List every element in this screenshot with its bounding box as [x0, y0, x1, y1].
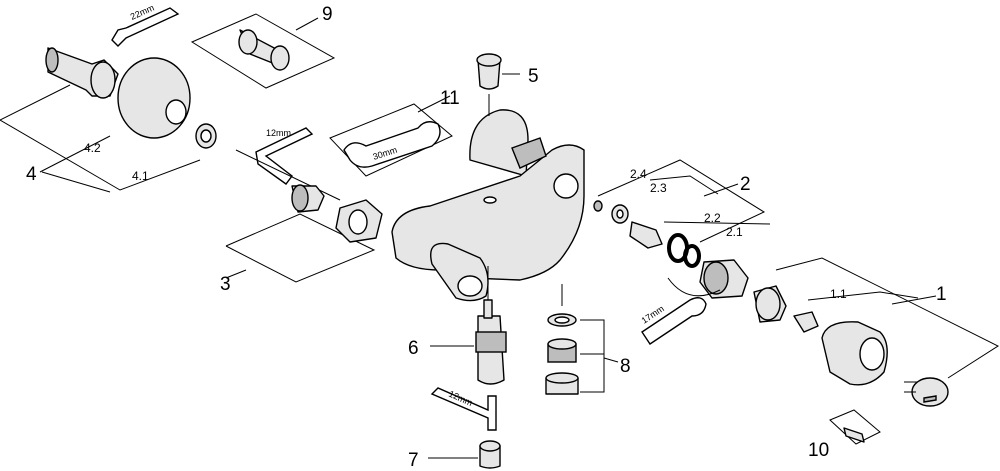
part-7 [428, 440, 501, 469]
part-7-top [479, 440, 501, 452]
bracket-1-inner [807, 291, 919, 301]
leader-12mm-top [235, 149, 341, 201]
cartridge-6-spindle [483, 299, 493, 319]
bracket-3 [225, 213, 376, 283]
label-9: 9 [322, 4, 333, 25]
wrench-17mm [641, 297, 707, 345]
label-11: 11 [440, 88, 460, 109]
connector-nut [90, 61, 116, 99]
connector-thread-end [45, 47, 59, 73]
part-number-labels: 1 1.1 2 2.1 2.2 2.3 2.4 3 4 4.1 4.2 5 6 … [26, 4, 947, 471]
label-2-2: 2.2 [704, 211, 721, 225]
aerator-insert-top [547, 338, 577, 350]
label-4-2: 4.2 [84, 141, 101, 155]
body-inlet-connection [511, 137, 547, 169]
part-4-wall-connector [0, 7, 217, 193]
cartridge-6-thread [475, 331, 507, 353]
hex-key-12mm-top [235, 127, 341, 201]
body-top-hole [483, 196, 497, 204]
leader-11 [417, 95, 451, 113]
label-1: 1 [936, 284, 947, 305]
label-2-4: 2.4 [630, 167, 647, 181]
tool-size-labels: 22mm 12mm 30mm 17mm 12mm [129, 3, 666, 408]
union-nut-hole [348, 209, 368, 235]
part-2-4-small-ring [593, 200, 603, 212]
part-2-3-washer-hole [616, 209, 624, 219]
leader-4 [41, 171, 111, 193]
part-1-1-spline [793, 311, 819, 333]
handle-knob-face [859, 337, 885, 371]
washer-hole [200, 129, 212, 143]
leader-2 [703, 183, 739, 197]
label-5: 5 [528, 66, 539, 87]
hex-key-12mm-bottom [430, 387, 497, 431]
leader-8 [603, 357, 619, 363]
label-2-3: 2.3 [650, 181, 667, 195]
hex-key-12mm-top-label: 12mm [266, 128, 291, 138]
bracket-4-line [39, 135, 111, 173]
label-7: 7 [408, 450, 419, 471]
union-thread [291, 184, 309, 212]
part-1-handle-assembly [753, 257, 1000, 407]
bracket-8 [580, 319, 605, 393]
part-3 [225, 184, 383, 283]
part-2-cartridge-group [593, 159, 771, 345]
leader-3 [225, 269, 247, 279]
bracket-2-outer [597, 159, 766, 243]
part-10 [829, 409, 881, 445]
label-2: 2 [740, 174, 751, 195]
body-outlet-hole [553, 173, 579, 199]
flow-restrictor-end [270, 45, 290, 71]
wrench-30mm [343, 121, 441, 168]
mixer-body [391, 109, 585, 306]
label-6: 6 [408, 338, 419, 359]
body-handle-cap [457, 275, 483, 297]
part-6-cartridge [430, 299, 507, 385]
label-4: 4 [26, 164, 37, 185]
box-9 [190, 13, 336, 89]
bracket-4 [0, 84, 201, 191]
part-11 [329, 95, 453, 177]
leader-9 [295, 17, 319, 31]
wrench-22mm [111, 7, 180, 47]
bracket-2-inner [649, 175, 719, 195]
part-2-o-ring-2 [683, 244, 701, 268]
bracket-1-outer [775, 257, 1000, 379]
aerator-washer-hole [554, 316, 570, 324]
bracket-2-line [663, 221, 771, 225]
label-1-1: 1.1 [830, 287, 847, 301]
label-2-1: 2.1 [726, 225, 743, 239]
label-3: 3 [220, 274, 231, 295]
label-4-1: 4.1 [132, 169, 149, 183]
label-10: 10 [808, 440, 829, 461]
body-wall-escutcheon [469, 109, 529, 177]
part-8-aerator-set [545, 313, 619, 395]
headpart-thread [703, 261, 729, 295]
label-8: 8 [620, 356, 631, 377]
hex-key-shape-bottom [430, 387, 497, 431]
part-2-2-spindle [629, 221, 663, 249]
aerator-housing-top [545, 372, 579, 384]
part-9 [190, 13, 336, 89]
hex-key-shape-top [255, 127, 314, 185]
index-cap-mark [923, 395, 937, 403]
part-7-insert [479, 445, 501, 469]
handle-ring-face [755, 287, 781, 321]
cap-5 [477, 59, 501, 90]
escutcheon-4-2 [117, 57, 191, 139]
screw-10 [843, 427, 865, 443]
turn-arrow [667, 277, 721, 297]
escutcheon-hole [165, 99, 187, 125]
cap-5-top [476, 53, 502, 67]
flow-restrictor-face [238, 29, 258, 55]
part-5-cap [476, 53, 520, 116]
leader-1 [891, 295, 937, 305]
